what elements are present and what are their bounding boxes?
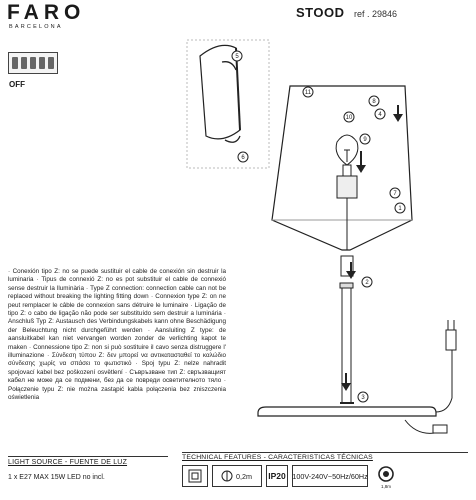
product-ref: ref . 29846: [353, 9, 397, 19]
min-distance-value: 0,2m: [236, 471, 252, 481]
shade-detail-illustration: [186, 39, 270, 169]
step-marker: 7: [393, 191, 397, 197]
distance-icon: [221, 470, 233, 482]
lampshade: [271, 85, 413, 251]
light-source-text: 1 x E27 MAX 15W LED no incl.: [8, 474, 105, 481]
step-marker: 3: [361, 395, 365, 401]
step-marker: 10: [346, 115, 353, 121]
assembly-arrows: [341, 105, 403, 391]
step-marker: 1: [398, 206, 402, 212]
connection-type-notes: · Conexión tipo Z: no se puede sustituir…: [8, 268, 226, 402]
terminal-block-illustration: [8, 52, 58, 74]
min-distance-spec: 0,2m: [212, 465, 262, 487]
brand-subtitle: BARCELONA: [9, 24, 63, 30]
voltage-value: 100V-240V~50Hz/60Hz: [292, 471, 368, 481]
product-title: STOOD ref . 29846: [296, 4, 397, 22]
step-marker: 5: [235, 54, 239, 60]
brand-logo: FARO BARCELONA: [7, 1, 86, 30]
step-marker: 8: [372, 99, 376, 105]
voltage-spec: 100V-240V~50Hz/60Hz: [292, 465, 368, 487]
class-ii-icon: [182, 465, 208, 487]
power-cable: [435, 350, 453, 413]
assembly-drawing: 5 6 11 8 9 10 7 1 2 3 4: [186, 39, 457, 434]
step-marker: 6: [241, 155, 245, 161]
step-marker: 4: [378, 112, 382, 118]
divider-right: [182, 452, 468, 453]
ip-rating-value: IP20: [268, 471, 286, 481]
technical-heading: TECHNICAL FEATURES - CARACTERISTICAS TÉC…: [182, 454, 373, 461]
lamp-base: [257, 406, 437, 417]
bulb-socket: [335, 134, 359, 250]
step-marker: 9: [363, 137, 367, 143]
switch-off-label: OFF: [9, 80, 25, 89]
light-source-heading: LIGHT SOURCE - FUENTE DE LUZ: [8, 459, 128, 466]
cable-length-caption: 1,8m: [380, 484, 391, 489]
product-model: STOOD: [296, 5, 345, 20]
step-marker: 11: [305, 90, 312, 96]
divider-left: [8, 456, 168, 457]
step-marker: 2: [365, 280, 369, 286]
ip-rating-spec: IP20: [266, 465, 288, 487]
brand-name: FARO: [7, 1, 86, 24]
led-cable-icon: [372, 465, 400, 487]
